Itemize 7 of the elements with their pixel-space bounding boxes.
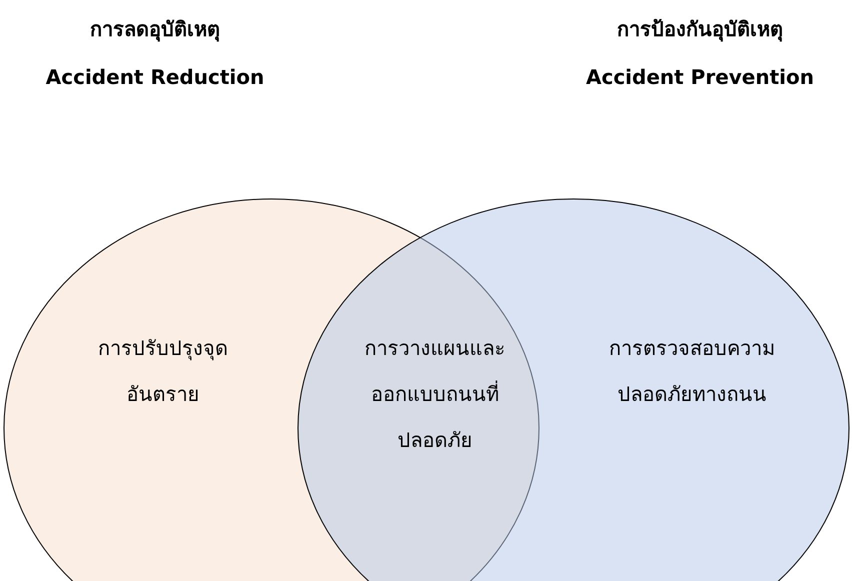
subheading: Accident Prevention xyxy=(584,64,815,91)
circle-text: การปรับปรุงจุดอันตราย xyxy=(97,335,229,408)
overlap-text: การวางแผนและออกแบบถนนที่ปลอดภัย xyxy=(364,335,506,454)
circle-text: การตรวจสอบความปลอดภัยทางถนน xyxy=(608,335,776,408)
heading: การลดอุบัติเหตุ xyxy=(89,16,221,43)
heading: การป้องกันอุบัติเหตุ xyxy=(616,16,784,43)
subheading: Accident Reduction xyxy=(44,64,266,91)
